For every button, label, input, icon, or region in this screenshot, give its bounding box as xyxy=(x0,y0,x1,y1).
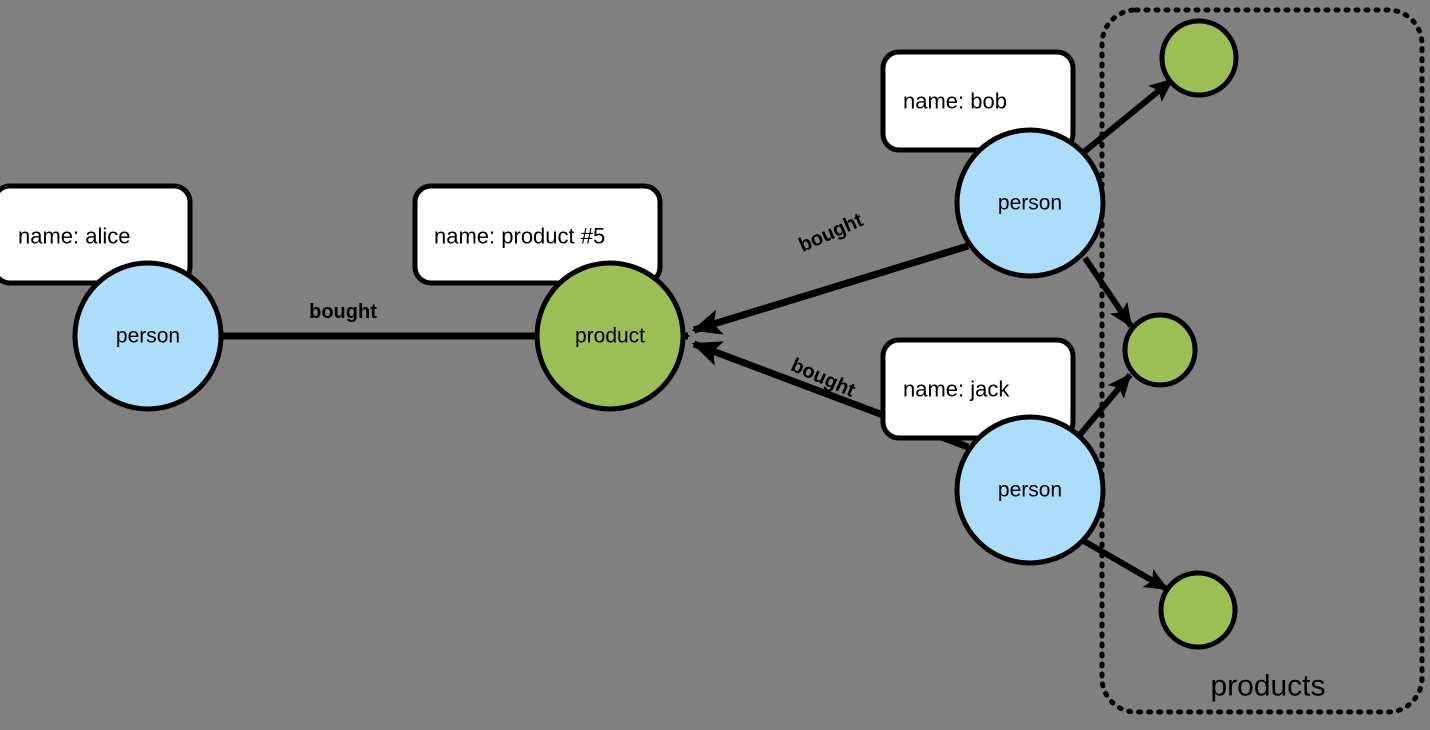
node-product5[interactable] xyxy=(534,260,686,412)
property-box-product5[interactable] xyxy=(412,183,663,286)
product-node-p-bottom[interactable] xyxy=(1158,570,1238,650)
property-boxes-layer: name: alice name: product #5 name: bob name… xyxy=(0,49,1076,441)
edge-bob-bought-product[interactable] xyxy=(691,242,970,335)
property-label-product5: name: product #5 xyxy=(434,224,605,249)
edge-bob-to-p-mid[interactable] xyxy=(1082,256,1134,328)
edge-label-alice-bought-product: bought xyxy=(309,301,377,323)
product-node-p-top[interactable] xyxy=(1159,18,1239,98)
nodes-layer: person product person person xyxy=(72,127,1106,566)
node-type-label-jack: person xyxy=(998,479,1062,502)
node-alice[interactable] xyxy=(72,260,224,412)
node-type-label-bob: person xyxy=(998,192,1062,215)
node-type-label-product5: product xyxy=(575,325,645,348)
products-group-border xyxy=(1099,7,1425,715)
product-nodes-layer xyxy=(1122,18,1239,650)
property-label-bob: name: bob xyxy=(903,89,1007,114)
node-type-label-alice: person xyxy=(116,325,180,348)
node-bob[interactable] xyxy=(954,127,1106,279)
node-jack[interactable] xyxy=(954,414,1106,566)
edge-jack-to-p-mid[interactable] xyxy=(1075,373,1133,439)
edge-jack-to-p-bottom[interactable] xyxy=(1080,537,1169,592)
property-label-jack: name: jack xyxy=(903,377,1010,402)
edge-label-bob-bought-product: bought xyxy=(796,209,867,257)
products-group[interactable]: products xyxy=(1099,7,1425,715)
property-label-alice: name: alice xyxy=(18,224,131,249)
product-node-p-mid[interactable] xyxy=(1122,312,1198,388)
products-group-label: products xyxy=(1210,670,1325,703)
edge-bob-to-p-top[interactable] xyxy=(1082,77,1174,155)
property-box-alice[interactable] xyxy=(0,183,193,286)
